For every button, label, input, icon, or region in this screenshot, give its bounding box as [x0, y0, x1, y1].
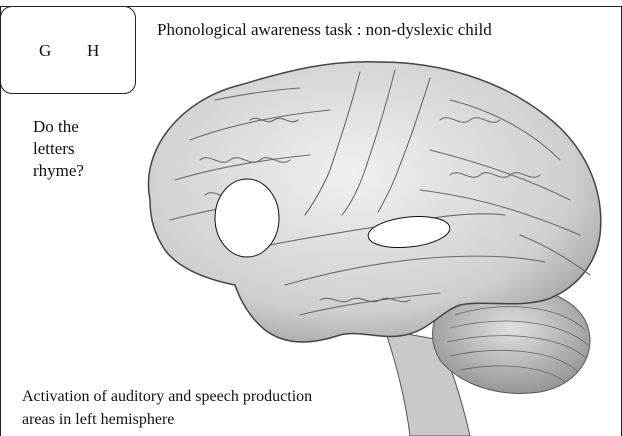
- task-question-line-2: letters: [33, 138, 123, 160]
- activation-caption-line-1: Activation of auditory and speech produc…: [22, 385, 402, 408]
- activation-caption: Activation of auditory and speech produc…: [22, 385, 402, 431]
- stimulus-letters-box: G H: [0, 6, 136, 94]
- activation-marker-frontal: [215, 179, 279, 257]
- diagram-title: Phonological awareness task : non-dyslex…: [157, 20, 492, 40]
- stimulus-letter-h: H: [87, 41, 99, 61]
- task-question-line-3: rhyme?: [33, 160, 123, 182]
- task-question: Do the letters rhyme?: [33, 116, 123, 182]
- cerebrum: [148, 62, 600, 342]
- activation-caption-line-2: areas in left hemisphere: [22, 408, 402, 431]
- stimulus-letter-g: G: [39, 41, 51, 61]
- task-question-line-1: Do the: [33, 116, 123, 138]
